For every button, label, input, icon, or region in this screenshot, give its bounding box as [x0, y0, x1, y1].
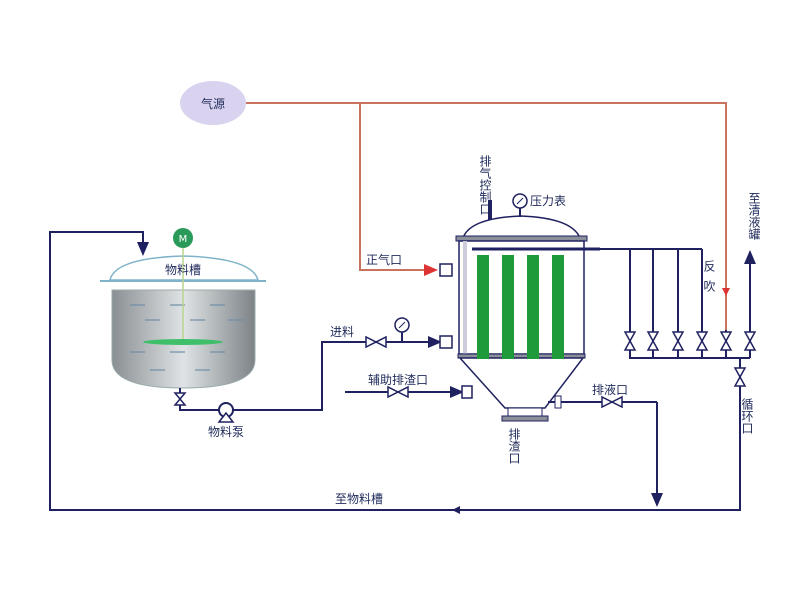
to-clear-tank-label: 至清液罐: [747, 192, 761, 241]
gas-source: 气源: [180, 81, 246, 125]
pressure-gauge-label: 压力表: [530, 194, 566, 208]
motor-label: M: [179, 234, 188, 245]
return-pipes: [49, 231, 741, 514]
clear-tank-valve: [743, 331, 757, 351]
motor-icon: [173, 228, 193, 248]
outlet-manifold: [600, 248, 756, 380]
material-pump-icon[interactable]: [217, 402, 235, 423]
manifold-valve: [623, 331, 637, 351]
pressure-gauge-icon: [512, 193, 528, 209]
filter-element: [527, 255, 539, 359]
aux-slag-port-label: 辅助排渣口: [368, 373, 428, 387]
material-pump-label: 物料泵: [208, 425, 244, 439]
manifold-valve: [695, 331, 709, 351]
filter-elements: [477, 255, 564, 359]
feed-pressure-gauge-icon: [394, 317, 410, 342]
filter-vessel: [439, 200, 600, 422]
circulation-port-label: 循环口: [740, 398, 754, 434]
back-blow-label: 反吹: [702, 260, 716, 300]
tank-outlet-valve[interactable]: [173, 392, 187, 406]
manifold-valve: [646, 331, 660, 351]
feed-valve[interactable]: [365, 335, 387, 349]
positive-gas-port-label: 正气口: [366, 252, 402, 267]
back-blow-valve: [719, 331, 733, 351]
circulation-valve: [733, 367, 747, 387]
gas-lines: [246, 102, 730, 330]
to-material-tank-label: 至物料槽: [335, 492, 383, 506]
filter-element: [477, 255, 489, 359]
drain-port-label: 排液口: [592, 382, 628, 397]
gas-source-label: 气源: [201, 96, 225, 111]
filter-element: [502, 255, 514, 359]
aux-slag-valve[interactable]: [387, 385, 409, 399]
feed-label: 进料: [330, 325, 354, 339]
material-tank-label: 物料槽: [165, 263, 201, 277]
manifold-valves[interactable]: [623, 331, 757, 387]
exhaust-port-label: 排气控制口: [478, 155, 492, 215]
material-tank: M 物料槽: [100, 228, 266, 389]
filter-element: [552, 255, 564, 359]
drain-valve[interactable]: [601, 395, 623, 409]
manifold-valve: [671, 331, 685, 351]
slag-outlet-label: 排渣口: [507, 428, 521, 464]
